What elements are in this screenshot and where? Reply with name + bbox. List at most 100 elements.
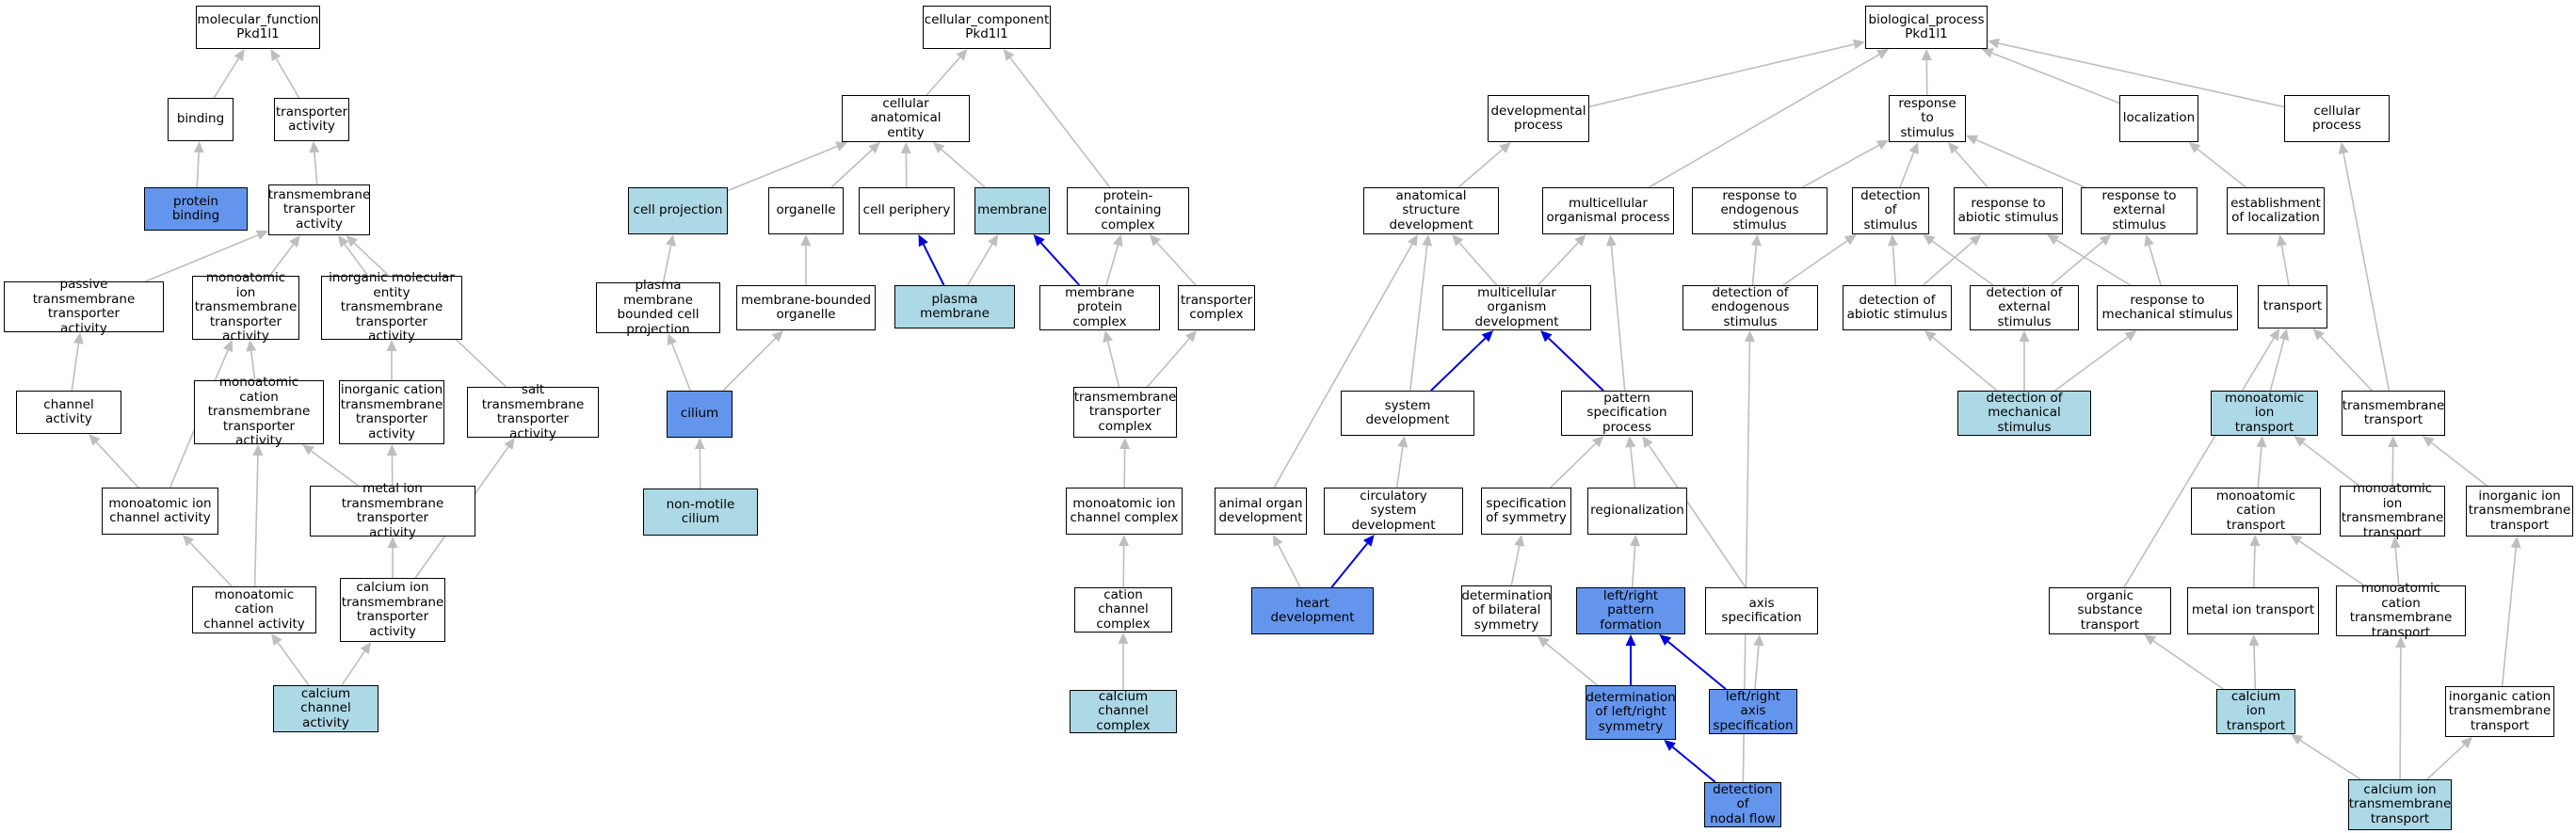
edge-line [1538,242,1579,286]
node-cellular-process[interactable]: cellular process [2284,95,2390,142]
node-inorganic-cation-transmembrane-transporter-activity[interactable]: inorganic cation transmembrane transport… [339,380,444,444]
edge-arrowhead [988,234,999,248]
edge-arrowhead [1921,49,1932,61]
edge-arrowhead [1362,535,1375,547]
node-biological-process-root[interactable]: biological_process Pkd1l1 [1865,6,1988,49]
edge-response_external-to-response_to_stimulus [1966,135,2085,188]
node-system-development[interactable]: system development [1341,391,1474,436]
node-molecular-function-root[interactable]: molecular_function Pkd1l1 [196,6,320,49]
node-monoatomic-ion-channel-complex[interactable]: monoatomic ion channel complex [1066,488,1183,535]
node-left-right-axis-specification[interactable]: left/right axis specification [1709,689,1797,734]
node-cell-projection[interactable]: cell projection [628,187,728,234]
node-monoatomic-cation-transmembrane-transporter-activity[interactable]: monoatomic cation transmembrane transpor… [194,376,324,448]
node-determination-of-left-right-symmetry[interactable]: determination of left/right symmetry [1586,685,1676,740]
node-anatomical-structure-development[interactable]: anatomical structure development [1363,187,1499,234]
edge-arrowhead [337,235,349,248]
node-protein-binding[interactable]: protein binding [144,187,248,231]
edge-line [344,244,369,277]
node-monoatomic-cation-transmembrane-transport[interactable]: monoatomic cation transmembrane transpor… [2336,581,2466,639]
node-cell-periphery[interactable]: cell periphery [859,187,955,234]
edge-line [2320,336,2373,392]
node-organic-substance-transport[interactable]: organic substance transport [2049,587,2171,634]
node-transmembrane-transport[interactable]: transmembrane transport [2342,391,2445,436]
node-developmental-process[interactable]: developmental process [1488,95,1589,142]
node-cilium[interactable]: cilium [667,391,733,438]
edge-protein_binding-to-binding [193,141,204,188]
edge-monoatomic_ion_transport-to-transport [2269,328,2290,392]
node-transporter-activity[interactable]: transporter activity [274,98,349,141]
edge-line [2269,339,2285,392]
node-monoatomic-cation-transport[interactable]: monoatomic cation transport [2191,488,2321,535]
node-organelle[interactable]: organelle [768,187,844,234]
node-response-to-abiotic-stimulus[interactable]: response to abiotic stimulus [1954,187,2063,234]
node-regionalization[interactable]: regionalization [1587,488,1687,535]
node-membrane[interactable]: membrane [974,187,1050,234]
node-salt-transmembrane-transporter-activity[interactable]: salt transmembrane transporter activity [467,382,599,441]
node-calcium-ion-transmembrane-transporter-activity[interactable]: calcium ion transmembrane transporter ac… [340,578,445,642]
node-determination-of-bilateral-symmetry[interactable]: determination of bilateral symmetry [1461,585,1552,636]
node-plasma-membrane-bounded-cell-projection[interactable]: plasma membrane bounded cell projection [596,278,720,336]
edge-arrowhead [1003,49,1015,61]
node-axis-specification[interactable]: axis specification [1705,587,1818,634]
edge-response_mechanical-to-response_abiotic [2047,234,2132,286]
edge-line [662,245,672,283]
node-cation-channel-complex[interactable]: cation channel complex [1074,587,1172,633]
node-transporter-complex[interactable]: transporter complex [1178,285,1255,330]
node-pattern-specification-process[interactable]: pattern specification process [1561,391,1693,436]
node-left-right-pattern-formation[interactable]: left/right pattern formation [1576,587,1685,634]
node-inorganic-ion-transmembrane-transport[interactable]: inorganic ion transmembrane transport [2466,486,2573,537]
node-channel-activity[interactable]: channel activity [16,391,121,434]
node-heart-development[interactable]: heart development [1251,587,1374,634]
node-calcium-channel-complex[interactable]: calcium channel complex [1070,689,1177,733]
node-response-to-endogenous-stimulus[interactable]: response to endogenous stimulus [1692,187,1827,234]
node-transmembrane-transporter-complex[interactable]: transmembrane transporter complex [1073,387,1177,438]
node-calcium-ion-transport[interactable]: calcium ion transport [2216,689,2295,734]
node-localization[interactable]: localization [2119,95,2198,142]
node-multicellular-organismal-process[interactable]: multicellular organismal process [1542,187,1674,234]
node-inorganic-molecular-entity-transmembrane-transporter-activity[interactable]: inorganic molecular entity transmembrane… [321,271,462,344]
node-binding[interactable]: binding [168,98,233,141]
edge-line [1009,57,1111,188]
node-detection-of-stimulus[interactable]: detection of stimulus [1852,187,1929,234]
node-inorganic-cation-transmembrane-transport[interactable]: inorganic cation transmembrane transport [2445,686,2554,737]
node-specification-of-symmetry[interactable]: specification of symmetry [1481,488,1571,535]
node-metal-ion-transport[interactable]: metal ion transport [2187,587,2319,634]
node-detection-of-nodal-flow[interactable]: detection of nodal flow [1704,782,1781,827]
node-calcium-channel-activity[interactable]: calcium channel activity [273,685,378,732]
node-detection-of-mechanical-stimulus[interactable]: detection of mechanical stimulus [1957,391,2091,436]
edge-multicellular_organism_dev-to-anatomical_structure_dev [1452,234,1498,286]
node-plasma-membrane[interactable]: plasma membrane [894,285,1015,328]
node-passive-transmembrane-transporter-activity[interactable]: passive transmembrane transporter activi… [4,277,164,335]
edge-arrowhead [1574,234,1586,247]
node-monoatomic-ion-channel-activity[interactable]: monoatomic ion channel activity [102,488,218,535]
node-transport[interactable]: transport [2258,285,2327,328]
node-cellular-anatomical-entity[interactable]: cellular anatomical entity [842,95,970,142]
edge-calcium_ion_tm_transport-to-inorganic_cation_tm_transport [2426,737,2473,780]
edge-animal_organ_dev-to-anatomical_structure_dev [1273,234,1418,489]
node-circulatory-system-development[interactable]: circulatory system development [1324,488,1463,535]
node-monoatomic-ion-transport[interactable]: monoatomic ion transport [2211,391,2318,436]
node-response-to-mechanical-stimulus[interactable]: response to mechanical stimulus [2097,285,2238,330]
node-monoatomic-ion-transmembrane-transport[interactable]: monoatomic ion transmembrane transport [2340,481,2445,540]
node-cellular-component-root[interactable]: cellular_component Pkd1l1 [923,6,1051,49]
node-monoatomic-cation-channel-activity[interactable]: monoatomic cation channel activity [192,586,316,633]
edge-arrowhead [1923,234,1936,246]
node-detection-of-abiotic-stimulus[interactable]: detection of abiotic stimulus [1843,285,1952,330]
node-membrane-bounded-organelle[interactable]: membrane-bounded organelle [736,285,876,330]
node-membrane-protein-complex[interactable]: membrane protein complex [1039,285,1160,330]
edge-arrowhead [504,438,515,450]
node-animal-organ-development[interactable]: animal organ development [1215,488,1307,535]
node-detection-of-endogenous-stimulus[interactable]: detection of endogenous stimulus [1682,285,1818,330]
node-response-to-external-stimulus[interactable]: response to external stimulus [2081,187,2198,234]
node-transmembrane-transporter-activity[interactable]: transmembrane transporter activity [268,184,370,235]
edge-line [1648,444,1747,588]
node-metal-ion-transmembrane-transporter-activity[interactable]: metal ion transmembrane transporter acti… [310,481,475,539]
node-detection-of-external-stimulus[interactable]: detection of external stimulus [1970,285,2079,330]
node-multicellular-organism-development[interactable]: multicellular organism development [1442,285,1591,330]
node-calcium-ion-transmembrane-transport[interactable]: calcium ion transmembrane transport [2348,779,2452,830]
node-establishment-of-localization[interactable]: establishment of localization [2227,187,2325,234]
node-response-to-stimulus[interactable]: response to stimulus [1889,95,1966,142]
node-protein-containing-complex[interactable]: protein-containing complex [1067,187,1189,234]
node-non-motile-cilium[interactable]: non-motile cilium [643,489,758,536]
node-monoatomic-ion-transmembrane-transporter-activity[interactable]: monoatomic ion transmembrane transporter… [192,271,299,344]
